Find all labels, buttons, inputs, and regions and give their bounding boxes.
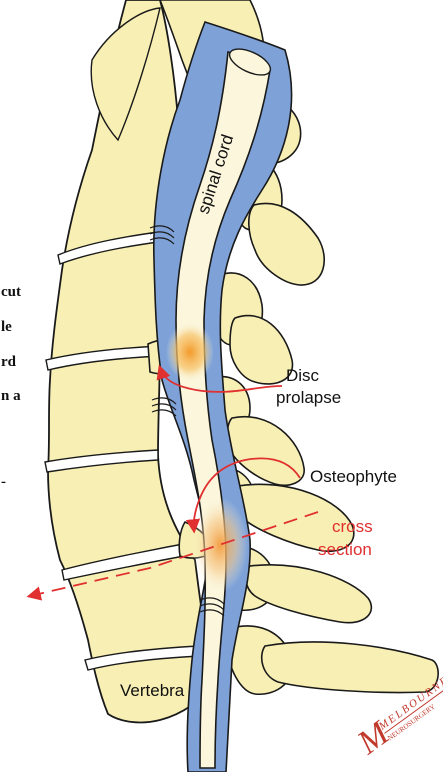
spinous-process-c3 [230, 316, 292, 384]
label-vertebra: Vertebra [120, 681, 185, 700]
cut-text-line-1: cut [1, 284, 21, 300]
label-osteophyte: Osteophyte [310, 467, 397, 486]
spinous-process-c6 [246, 565, 371, 623]
compression-zone-disc [166, 322, 214, 382]
cut-text-line-5: - [1, 474, 6, 490]
label-section: section [318, 540, 372, 559]
compression-zone-osteophyte [192, 497, 248, 593]
label-prolapse: prolapse [276, 388, 341, 407]
label-disc: Disc [286, 366, 320, 385]
spinous-process-c7 [262, 642, 438, 693]
cut-text-line-2: le [1, 319, 12, 335]
cut-text-line-3: rd [1, 354, 17, 370]
label-cross: cross [332, 517, 373, 536]
spinous-process-c2 [249, 203, 324, 285]
cut-text-line-4: n a [1, 388, 21, 404]
